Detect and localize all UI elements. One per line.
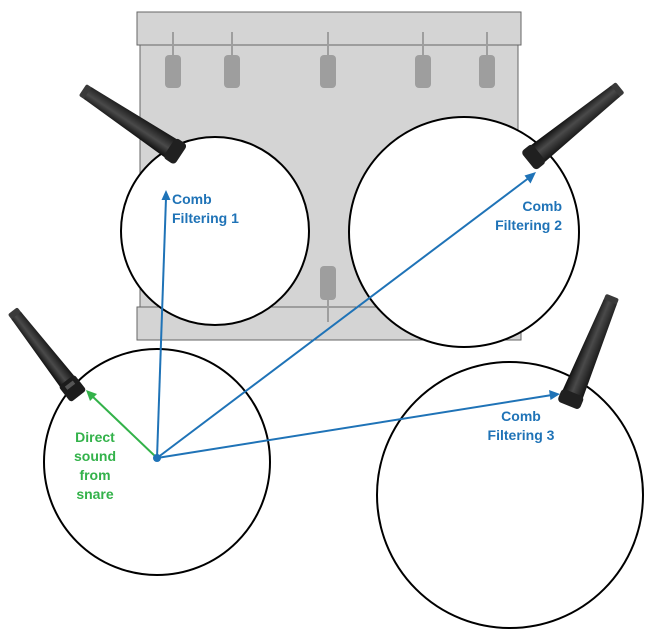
- comb-filtering-2-line-2: Filtering 2: [495, 217, 562, 233]
- bottom-lug: [320, 266, 336, 322]
- arrowhead-snare-mic: [86, 390, 97, 401]
- tom-2-circle: [348, 116, 580, 348]
- path-to-snare-mic: [90, 394, 158, 459]
- arrowhead-mic-2: [524, 172, 536, 184]
- direct-path: [86, 390, 158, 459]
- direct-sound-line-1: Direct: [75, 429, 115, 445]
- path-to-mic-3: [156, 394, 553, 459]
- comb-filtering-3-line-1: Comb: [501, 408, 541, 424]
- comb-filtering-3-line-2: Filtering 3: [487, 427, 555, 443]
- comb-filtering-2-line-1: Comb: [522, 198, 562, 214]
- reflection-paths: [156, 172, 560, 459]
- floor-tom-circle: [376, 361, 644, 629]
- mic-1-icon: [79, 84, 187, 164]
- direct-sound-line-3: from: [79, 467, 111, 483]
- comb-filtering-2-label: Comb Filtering 2: [472, 197, 562, 235]
- comb-filtering-1-line-1: Comb: [172, 191, 212, 207]
- direct-sound-line-4: snare: [76, 486, 114, 502]
- top-lugs: [165, 32, 495, 88]
- arrowhead-mic-3: [549, 390, 560, 400]
- arrowhead-mic-1: [161, 190, 171, 200]
- direct-sound-label: Direct sound from snare: [60, 428, 130, 504]
- snare-mic-icon: [8, 307, 86, 402]
- comb-filtering-1-label: Comb Filtering 1: [172, 190, 239, 228]
- comb-filtering-3-label: Comb Filtering 3: [461, 407, 581, 445]
- path-to-mic-1: [156, 197, 167, 459]
- tom-1-circle: [120, 136, 310, 326]
- direct-sound-line-2: sound: [74, 448, 116, 464]
- path-to-mic-2: [156, 176, 531, 459]
- comb-filtering-1-line-2: Filtering 1: [172, 210, 239, 226]
- mic-2-icon: [522, 82, 624, 170]
- mic-3-icon: [558, 294, 619, 409]
- sound-source-dot: [153, 454, 161, 462]
